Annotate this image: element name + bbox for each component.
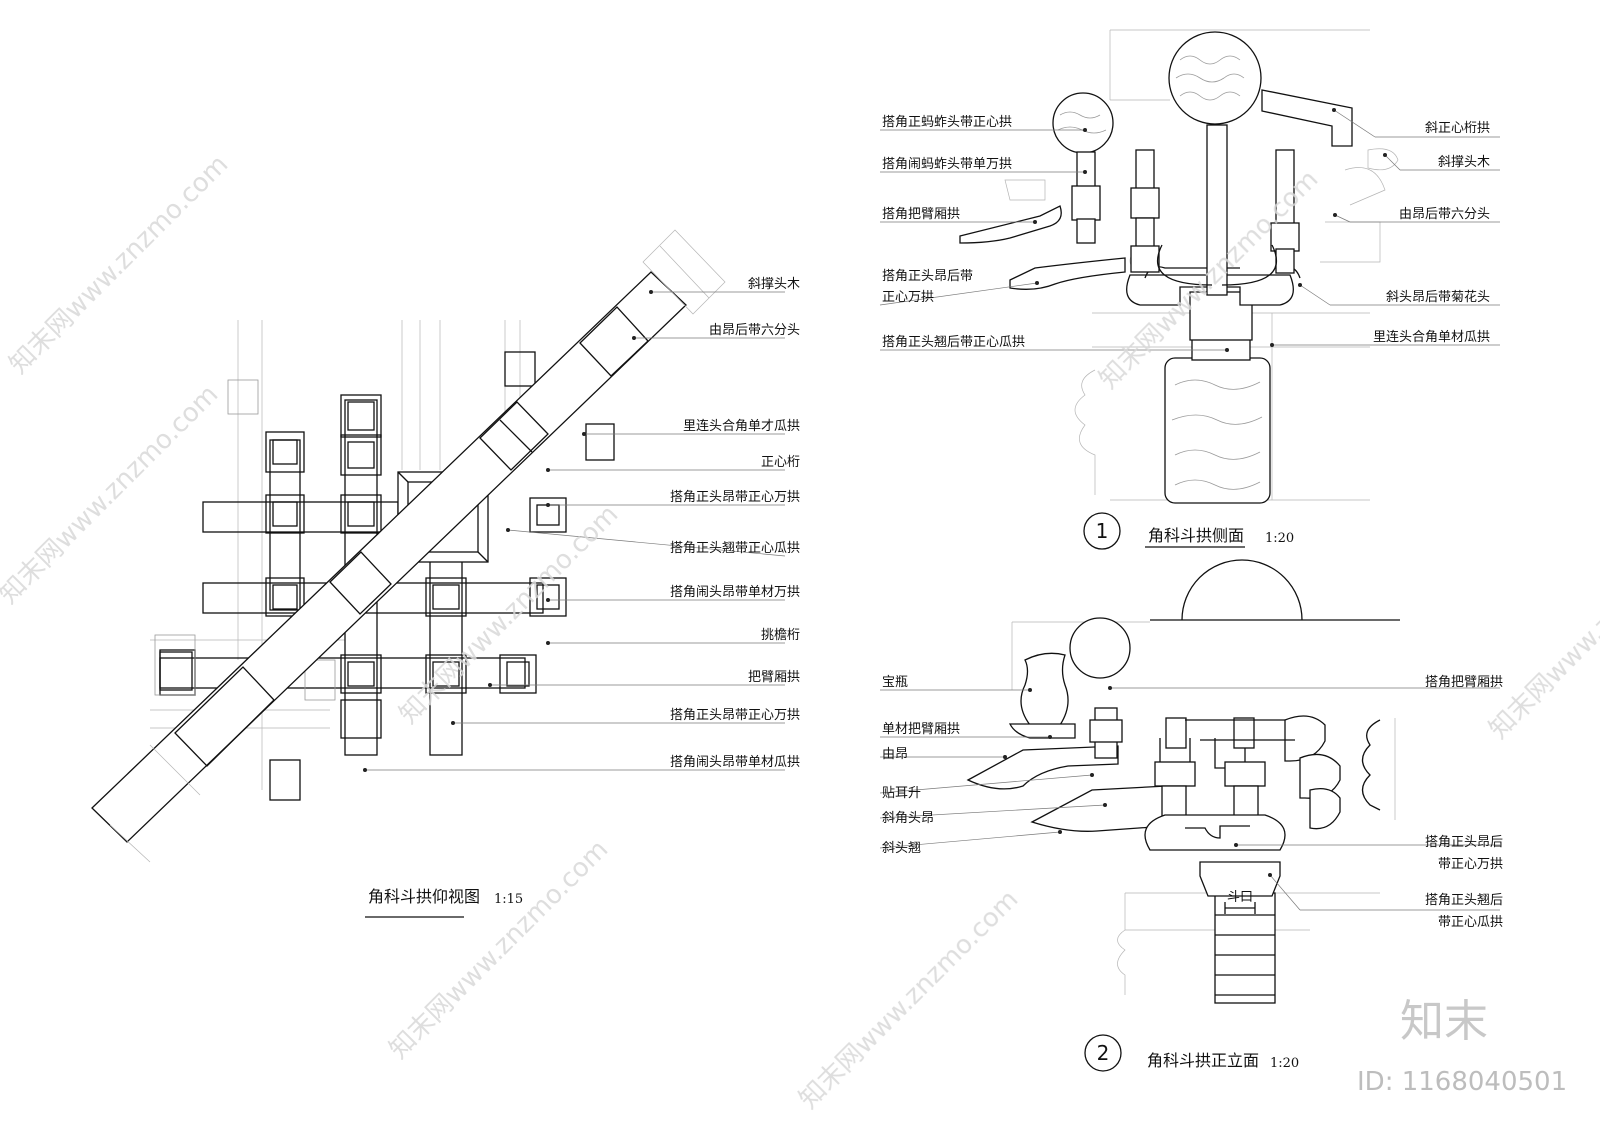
plan-label: 搭角正头昂带正心万拱 [670, 489, 800, 505]
side-label: 斜撑头木 [1438, 155, 1490, 170]
watermark-text: 知末网www.znzmo.com [794, 884, 1025, 1115]
front-label: 由昂 [882, 747, 908, 762]
side-label: 搭角正头翘后带正心瓜拱 [882, 334, 1025, 350]
front-label: 贴耳升 [882, 786, 921, 801]
plan-view-labels: 斜撑头木 由昂后带六分头 里连头合角单才瓜拱 正心桁 搭角正头昂带正心万拱 搭角… [368, 277, 800, 907]
brand-logo: 知末 [1400, 996, 1488, 1047]
side-label: 搭角闹蚂蚱头带单万拱 [882, 156, 1012, 172]
front-view-title: 角科斗拱正立面 [1147, 1051, 1259, 1070]
side-view-scale: 1:20 [1265, 531, 1294, 546]
image-id: ID: 1168040501 [1357, 1067, 1567, 1097]
front-label: 搭角把臂厢拱 [1425, 674, 1503, 690]
side-label: 正心万拱 [882, 290, 934, 305]
watermark-text: 知末网www.znzmo.com [1484, 514, 1600, 745]
plan-title: 角科斗拱仰视图 [368, 887, 480, 906]
plan-view-drawing [91, 229, 786, 918]
side-label: 搭角正蚂蚱头带正心拱 [882, 114, 1012, 130]
front-view-number: 2 [1097, 1041, 1110, 1065]
plan-label: 挑檐桁 [761, 628, 800, 643]
front-label: 宝瓶 [882, 675, 908, 690]
side-label: 斜正心桁拱 [1425, 121, 1490, 136]
plan-label: 由昂后带六分头 [709, 323, 800, 338]
front-label: 斜角头昂 [882, 811, 934, 826]
plan-scale: 1:15 [494, 892, 523, 907]
plan-label: 正心桁 [761, 455, 800, 470]
side-label: 由昂后带六分头 [1399, 207, 1490, 222]
front-label: 带正心万拱 [1438, 857, 1503, 872]
front-view-labels: 宝瓶 单材把臂厢拱 由昂 贴耳升 斜角头昂 斜头翘 搭角把臂厢拱 搭角正头昂后 … [882, 674, 1503, 1071]
dou-kou-label: 斗口 [1227, 890, 1253, 905]
side-label: 里连头合角单材瓜拱 [1373, 329, 1490, 345]
front-view-drawing [879, 559, 1500, 1072]
plan-label: 搭角正头昂带正心万拱 [670, 707, 800, 723]
watermark-layer: 知末网www.znzmo.com 知末网www.znzmo.com 知末网www… [0, 149, 1600, 1115]
watermark-text: 知末网www.znzmo.com [4, 149, 235, 380]
side-view-labels: 搭角正蚂蚱头带正心拱 搭角闹蚂蚱头带单万拱 搭角把臂厢拱 搭角正头昂后带 正心万… [882, 114, 1490, 546]
side-label: 搭角正头昂后带 [882, 268, 973, 284]
side-label: 斜头昂后带菊花头 [1386, 289, 1490, 305]
plan-label: 里连头合角单才瓜拱 [683, 418, 800, 434]
front-label: 单材把臂厢拱 [882, 722, 960, 737]
side-label: 搭角把臂厢拱 [882, 206, 960, 222]
front-label: 搭角正头昂后 [1425, 834, 1503, 850]
watermark-text: 知末网www.znzmo.com [0, 379, 224, 610]
plan-label: 搭角闹头昂带单材瓜拱 [670, 754, 800, 770]
front-label: 搭角正头翘后 [1425, 892, 1503, 908]
plan-label: 搭角闹头昂带单材万拱 [670, 584, 800, 600]
side-view-number: 1 [1096, 519, 1109, 543]
side-view-title: 角科斗拱侧面 [1148, 526, 1244, 545]
plan-label: 斜撑头木 [748, 277, 800, 292]
front-view-scale: 1:20 [1270, 1056, 1299, 1071]
plan-label: 搭角正头翘带正心瓜拱 [670, 540, 800, 556]
front-label: 斜头翘 [882, 841, 921, 856]
plan-label: 把臂厢拱 [748, 670, 800, 685]
front-label: 带正心瓜拱 [1438, 915, 1503, 930]
side-view-drawing [879, 29, 1500, 550]
watermark-text: 知末网www.znzmo.com [384, 834, 615, 1065]
